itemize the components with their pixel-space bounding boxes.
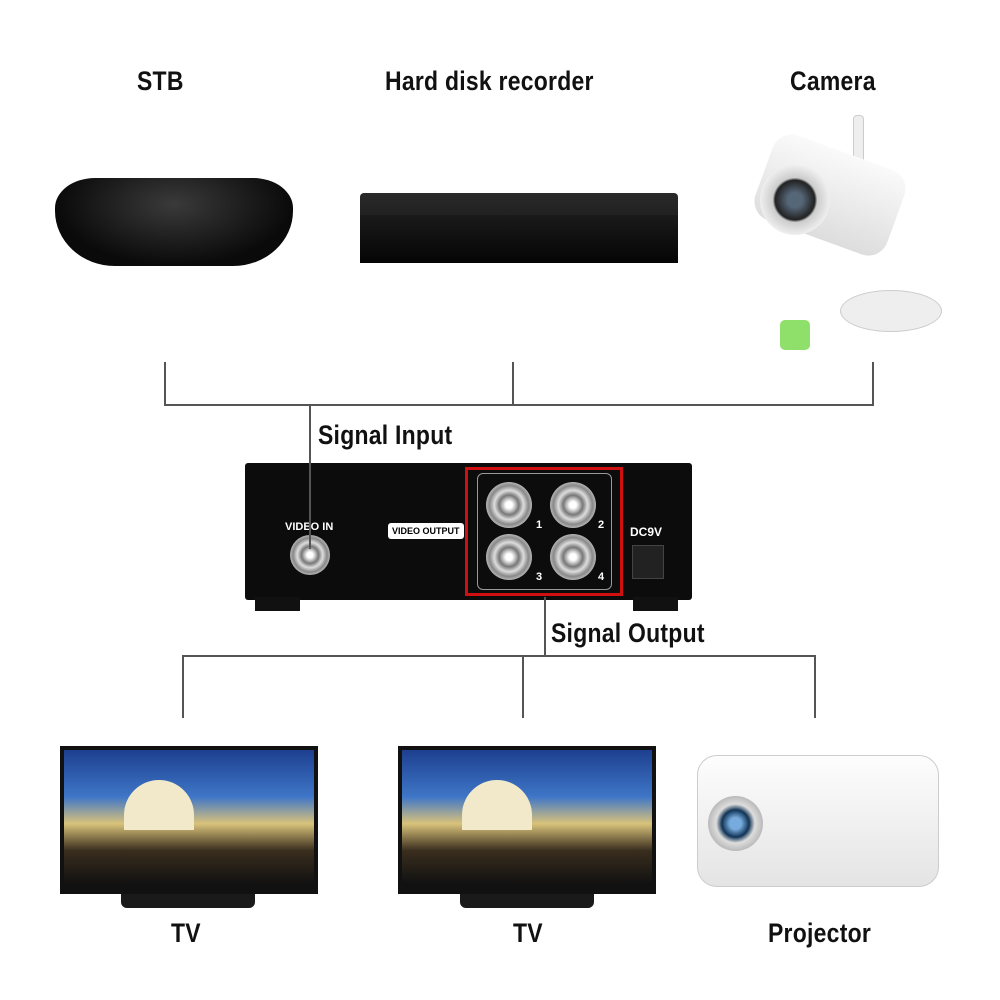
output-port-1 (486, 482, 532, 528)
connector-line (164, 404, 874, 406)
port-number: 1 (536, 519, 543, 531)
tv-2-device (398, 746, 656, 894)
device-foot (255, 597, 300, 611)
recorder-label: Hard disk recorder (385, 66, 594, 96)
tv-stand (121, 894, 255, 908)
signal-output-label: Signal Output (551, 618, 705, 648)
output-port-panel: 1 2 3 4 (477, 473, 612, 590)
signal-input-label: Signal Input (318, 420, 453, 450)
output-port-4 (550, 534, 596, 580)
tv-1-device (60, 746, 318, 894)
port-number: 4 (598, 571, 605, 583)
tv-stand (460, 894, 594, 908)
power-label: DC9V (630, 525, 663, 539)
port-number: 2 (598, 519, 605, 531)
camera-connector (780, 320, 810, 350)
device-foot (633, 597, 678, 611)
connector-line (309, 404, 311, 549)
camera-lens (760, 165, 830, 235)
video-output-label: VIDEO OUTPUT (388, 523, 464, 539)
projector-label: Projector (768, 918, 872, 948)
hard-disk-recorder-device (360, 193, 678, 263)
connector-line (872, 362, 874, 406)
connector-line (814, 655, 816, 718)
stb-device (55, 178, 293, 266)
connector-line (512, 362, 514, 406)
stb-label: STB (137, 66, 184, 96)
camera-mount (840, 290, 942, 332)
camera-label: Camera (790, 66, 876, 96)
connector-line (182, 655, 184, 718)
tv-1-label: TV (171, 918, 201, 948)
tv-2-label: TV (513, 918, 543, 948)
connector-line (182, 655, 816, 657)
output-port-3 (486, 534, 532, 580)
video-splitter-device: VIDEO IN VIDEO OUTPUT DC9V (245, 463, 692, 600)
output-highlight-frame (465, 467, 623, 596)
connector-line (522, 655, 524, 718)
port-number: 3 (536, 571, 543, 583)
projector-device (697, 755, 939, 887)
power-jack (632, 545, 664, 579)
output-port-2 (550, 482, 596, 528)
connector-line (164, 362, 166, 406)
connector-line (544, 597, 546, 657)
